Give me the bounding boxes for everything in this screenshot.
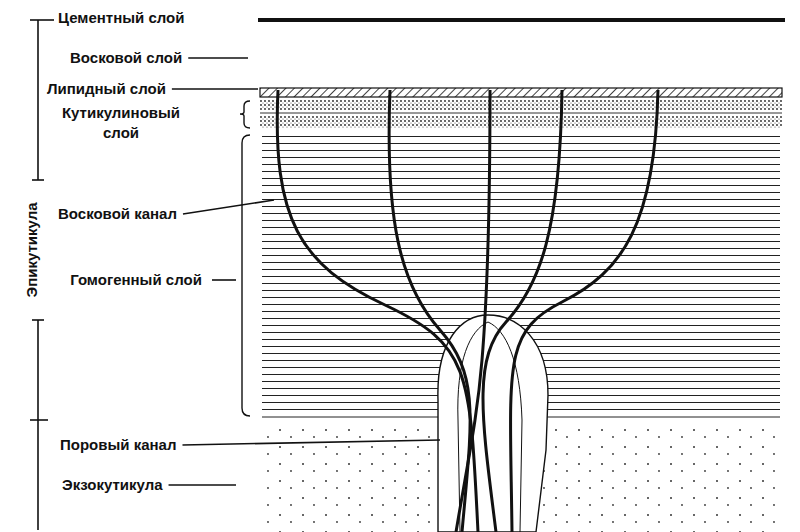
label-slot: Восковой канал [58,204,177,224]
wax-canal [277,90,658,532]
leader-line [169,484,236,486]
label-slot: Кутикулиновый слой [46,103,196,143]
cement-layer [258,18,785,22]
lipid-layer [260,88,782,97]
label-slot: Поровый канал [60,435,176,455]
cuticulin-brace [240,101,250,128]
homogeneous-bracket [242,135,250,416]
region-label: Эпикутикула [22,198,42,301]
layer-label: Кутикулиновый слой [46,103,196,143]
layer-label: Поровый канал [60,435,176,455]
cuticulin-layer [260,116,782,128]
label-slot: Восковой слой [70,48,182,68]
leader-line [172,88,258,90]
cuticulin-layer [260,100,782,110]
layer-label: Восковой слой [70,48,182,68]
label-slot: Липидный слой [47,79,166,99]
layer-label: Восковой канал [58,204,177,224]
label-slot: Экзокутикула [62,475,163,495]
leader-line [212,279,236,281]
label-slot: Гомогенный слой [66,270,206,290]
leader-line [188,57,248,59]
layer-label: Экзокутикула [62,475,163,495]
layer-label: Гомогенный слой [66,270,206,290]
leader-line [183,200,274,214]
layer-label: Липидный слой [47,79,166,99]
label-slot: Цементный слой [58,8,184,28]
leader-line [182,440,440,445]
layer-label: Цементный слой [58,8,184,28]
